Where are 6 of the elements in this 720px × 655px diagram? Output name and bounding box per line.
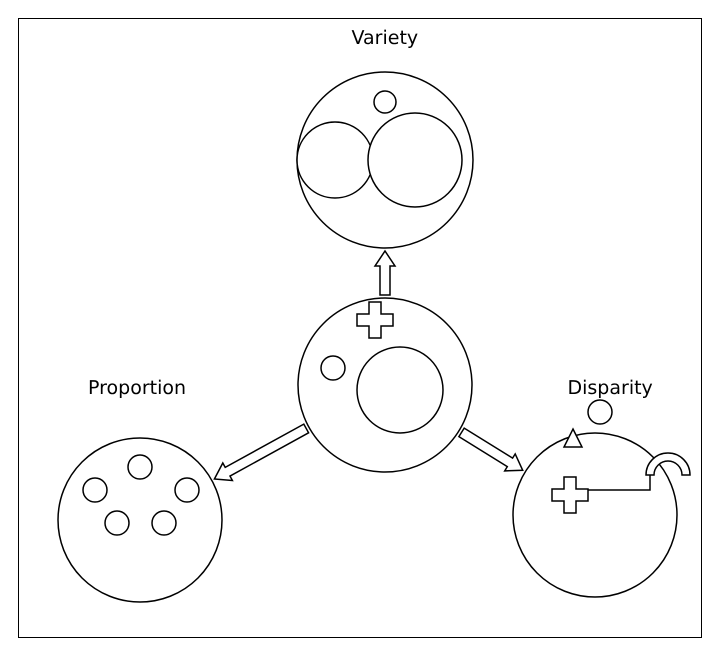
circle-label: Disparity xyxy=(568,377,653,399)
block-arrow xyxy=(374,250,396,296)
block-arrow xyxy=(213,423,310,482)
circle-label: Proportion xyxy=(88,377,186,399)
block-arrow xyxy=(458,427,524,472)
circle-label: Variety xyxy=(352,27,418,49)
